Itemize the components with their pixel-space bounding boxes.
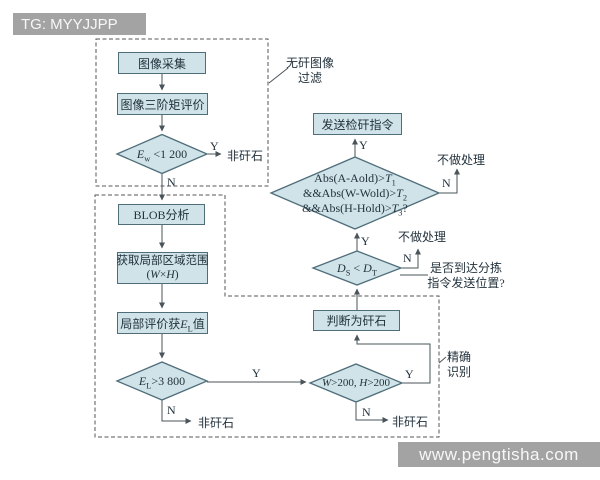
flow-wh-no-not-gangue <box>355 402 389 423</box>
abs-yes-label: Y <box>359 138 368 152</box>
annotation-no-gangue-filter-line1: 无矸图像 <box>285 56 334 70</box>
leader-accurate-annotation <box>438 356 447 364</box>
annotation-sort-position-line2: 指令发送位置? <box>427 276 505 290</box>
no-action-text-ds: 不做处理 <box>398 230 447 244</box>
process-local-eval-el-label: 局部评价获EL值 <box>120 316 205 333</box>
wh-yes-label: Y <box>405 367 414 381</box>
process-send-gangue-command: 发送检矸指令 <box>313 113 402 135</box>
annotation-no-gangue-filter-line2: 过滤 <box>297 71 322 85</box>
process-third-moment-eval-label: 图像三阶矩评价 <box>120 97 205 112</box>
not-gangue-text-wh: 非矸石 <box>392 415 429 429</box>
diamond-ew-threshold <box>115 133 209 175</box>
process-blob-analysis: BLOB分析 <box>118 204 205 225</box>
annotation-accurate-identify-line2: 识别 <box>446 365 471 379</box>
flow-el-no-not-gangue <box>161 400 192 424</box>
ds-yes-label: Y <box>361 234 370 248</box>
dashed-frame-accurate-identify <box>94 194 440 438</box>
diamond-wh-size <box>308 363 404 403</box>
watermark-bottom-right: www.pengtisha.com <box>398 442 600 467</box>
annotation-accurate-identify-line1: 精确 <box>446 350 471 364</box>
diamond-ds-distance <box>311 250 403 286</box>
annotation-no-gangue-filter: 无矸图像 过滤 <box>284 56 336 86</box>
process-judge-as-gangue-label: 判断为矸石 <box>326 314 387 328</box>
process-third-moment-eval: 图像三阶矩评价 <box>117 93 208 115</box>
ew-yes-label: Y <box>210 139 219 153</box>
wh-no-label: N <box>362 405 371 419</box>
el-no-label: N <box>167 403 176 417</box>
process-get-local-region-line1: 获取局部区域范围 <box>116 255 209 267</box>
process-local-eval-el: 局部评价获EL值 <box>117 312 208 334</box>
leader-filter-annotation <box>268 67 289 84</box>
ds-no-label: N <box>403 251 412 265</box>
annotation-accurate-identify: 精确 识别 <box>444 350 474 380</box>
abs-no-label: N <box>442 176 451 190</box>
watermark-top-left: TG: MYYJJPP <box>13 13 146 35</box>
diamond-el-threshold <box>115 361 209 401</box>
diamond-abs-difference <box>269 156 441 230</box>
process-send-gangue-command-label: 发送检矸指令 <box>321 117 394 132</box>
annotation-sort-position-line1: 是否到达分拣 <box>429 261 502 275</box>
flow-abs-no-no-action <box>438 168 460 194</box>
el-yes-label: Y <box>252 366 261 380</box>
ew-no-label: N <box>167 175 176 189</box>
not-gangue-text-el: 非矸石 <box>198 416 235 430</box>
process-image-capture-label: 图像采集 <box>137 56 186 71</box>
dashed-frame-image-filter <box>95 38 269 187</box>
process-judge-as-gangue: 判断为矸石 <box>313 310 400 331</box>
process-image-capture: 图像采集 <box>118 52 206 74</box>
process-get-local-region-formula: (W×H) <box>146 269 179 281</box>
flow-ds-no-no-action <box>401 248 421 269</box>
annotation-sort-position: 是否到达分拣 指令发送位置? <box>426 261 506 291</box>
not-gangue-text-top: 非矸石 <box>227 149 264 163</box>
flow-wh-yes-judge <box>354 334 431 384</box>
process-blob-analysis-label: BLOB分析 <box>133 208 190 222</box>
process-get-local-region: 获取局部区域范围 (W×H) <box>116 252 209 284</box>
no-action-text-abs: 不做处理 <box>437 153 486 167</box>
